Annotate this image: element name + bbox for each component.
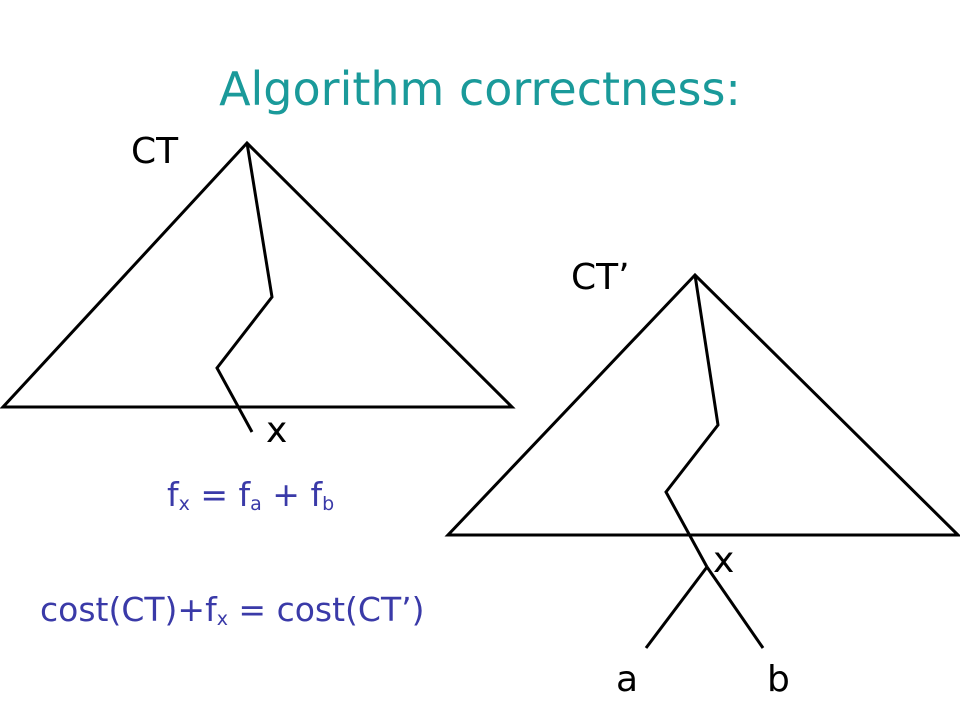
right-tree-label: CT’ xyxy=(571,257,630,298)
frequency-formula: fx = fa + fb xyxy=(167,475,335,515)
right-tree-edge-a xyxy=(644,566,709,649)
cost-formula: cost(CT)+fx = cost(CT’) xyxy=(40,590,425,630)
left-tree-triangle xyxy=(0,140,516,409)
right-tree-triangle xyxy=(444,272,960,537)
left-tree-path xyxy=(215,142,274,433)
leaf-b-label: b xyxy=(767,659,790,700)
right-node-label: x xyxy=(713,540,735,581)
right-tree-path xyxy=(664,274,720,568)
left-tree-label: CT xyxy=(131,131,179,172)
slide-title: Algorithm correctness: xyxy=(219,62,741,116)
left-node-label: x xyxy=(266,410,288,451)
leaf-a-label: a xyxy=(616,659,639,700)
right-tree-edge-b xyxy=(705,566,765,649)
